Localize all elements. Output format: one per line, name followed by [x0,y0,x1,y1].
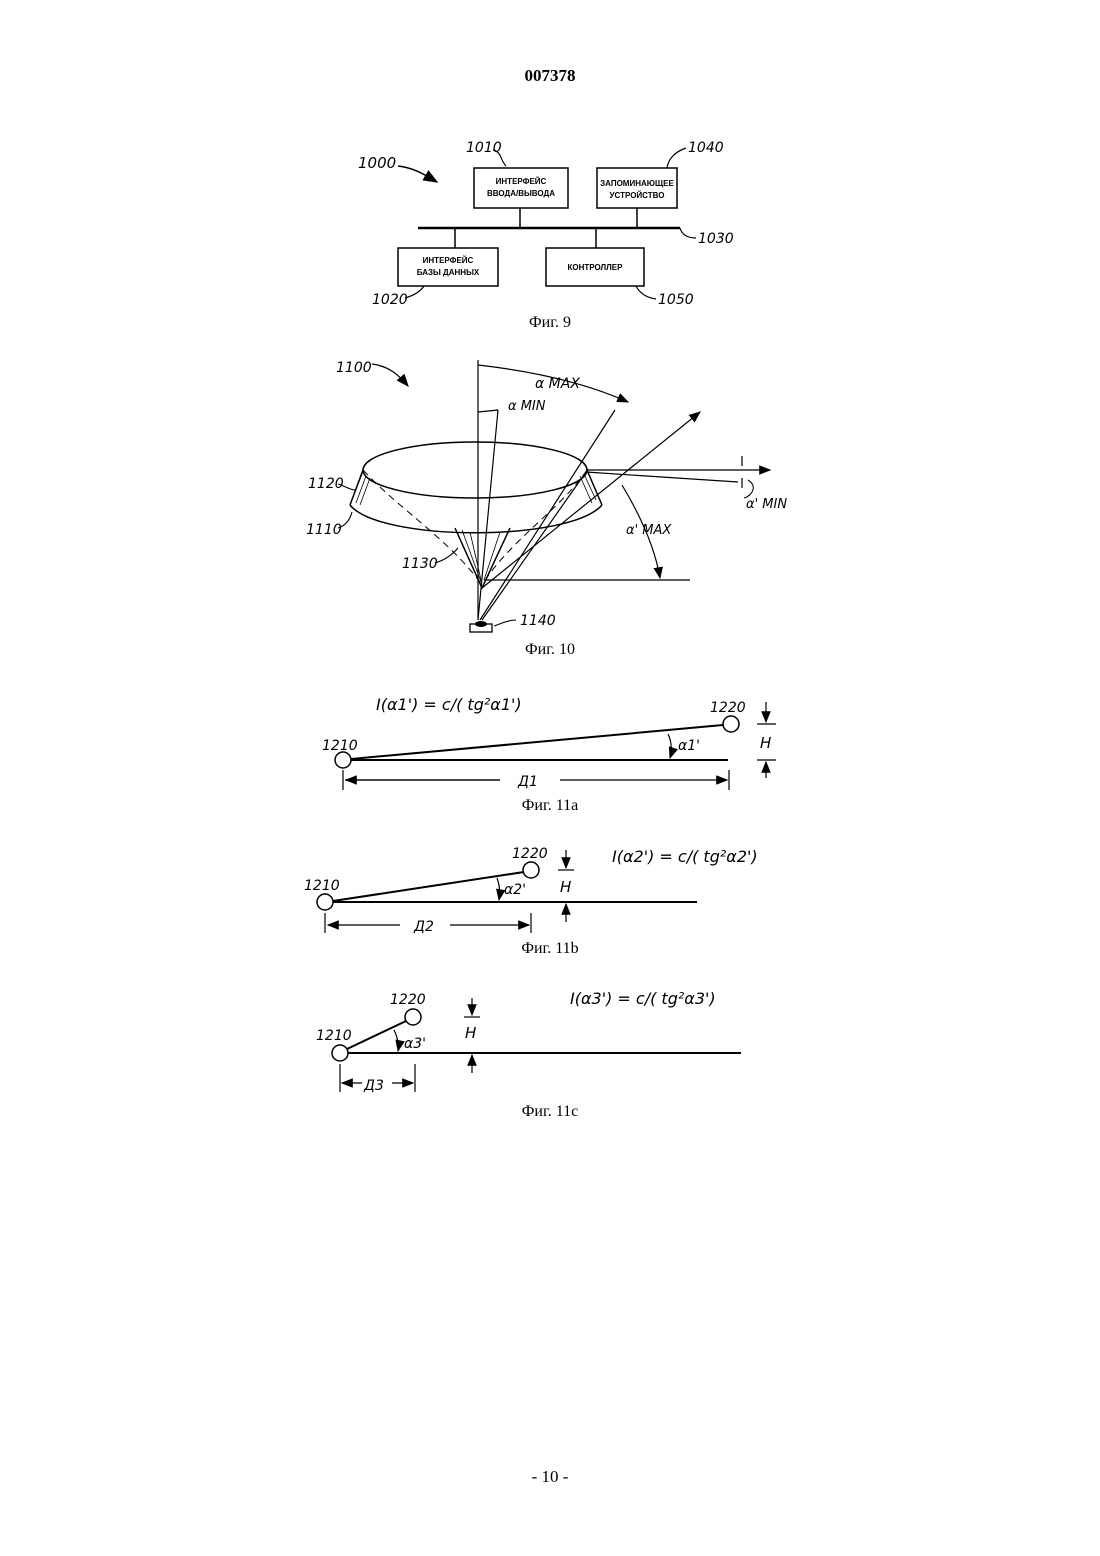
ref-1050: 1050 [658,292,694,308]
ref-1120: 1120 [308,476,344,492]
db-label-2: БАЗЫ ДАННЫХ [417,268,480,277]
page-number: - 10 - [0,1467,1100,1487]
ref-1030: 1030 [698,231,734,247]
point-1220-c [405,1009,421,1025]
figure-9-caption: Фиг. 9 [450,314,650,332]
alpha-min-label: α MIN [508,399,546,414]
height-11b: H [560,878,571,896]
distance-11a: Д1 [517,774,538,790]
ref-1100: 1100 [336,360,372,376]
reflector-top-ellipse [363,442,587,498]
ref-1210-a: 1210 [322,738,358,754]
distance-11c: Д3 [363,1078,384,1094]
ref-1000: 1000 [358,154,396,172]
figure-11c-caption: Фиг. 11c [450,1103,650,1121]
io-label-1: ИНТЕРФЕЙС [496,177,547,186]
formula-11b: I(α2') = c/( tg²α2') [612,847,758,866]
height-11c: H [465,1024,476,1042]
point-1220 [723,716,739,732]
ref-1110: 1110 [306,522,342,538]
figure-9-diagram: ИНТЕРФЕЙС ВВОДА/ВЫВОДА ЗАПОМИНАЮЩЕЕ УСТР… [0,0,1100,320]
figure-11b-diagram: I(α2') = c/( tg²α2') 1210 1220 α2' H Д2 [0,830,1100,940]
ref-1020: 1020 [372,292,408,308]
figure-10-diagram: 1100 1120 1110 1130 1140 α MAX α MIN α' … [0,340,1100,640]
ref-1010: 1010 [466,140,502,156]
ref-1220-a: 1220 [710,700,746,716]
angle-11c: α3' [404,1036,426,1052]
figure-11a-diagram: I(α1') = c/( tg²α1') 1210 1220 α1' H Д1 [0,680,1100,800]
io-interface-box [474,168,568,208]
ref-1210-b: 1210 [304,878,340,894]
figure-11b-caption: Фиг. 11b [450,940,650,958]
angle-11b: α2' [504,882,526,898]
point-1220-b [523,862,539,878]
controller-label: КОНТРОЛЛЕР [568,263,624,272]
point-1210 [335,752,351,768]
figure-11a-caption: Фиг. 11a [450,797,650,815]
alpha-max-label: α MAX [535,376,580,392]
ref-1130: 1130 [402,556,438,572]
figure-10-caption: Фиг. 10 [450,641,650,659]
io-label-2: ВВОДА/ВЫВОДА [487,189,555,198]
alpha-prime-min-label: α' MIN [746,497,787,512]
memory-box [597,168,677,208]
memory-label-1: ЗАПОМИНАЮЩЕЕ [600,179,674,188]
ref-1210-c: 1210 [316,1028,352,1044]
angle-11a: α1' [678,738,700,754]
point-1210-b [317,894,333,910]
ref-1040: 1040 [688,140,724,156]
memory-label-2: УСТРОЙСТВО [610,191,665,200]
point-1210-c [332,1045,348,1061]
ref-1140: 1140 [520,613,556,629]
db-label-1: ИНТЕРФЕЙС [423,256,474,265]
ref-1220-b: 1220 [512,846,548,862]
height-11a: H [760,734,771,752]
distance-11b: Д2 [413,919,434,935]
db-interface-box [398,248,498,286]
figure-11c-diagram: I(α3') = c/( tg²α3') 1210 1220 α3' H Д3 [0,980,1100,1100]
alpha-prime-max-label: α' MAX [626,523,672,538]
formula-11a: I(α1') = c/( tg²α1') [376,695,522,714]
ref-1220-c: 1220 [390,992,426,1008]
formula-11c: I(α3') = c/( tg²α3') [570,989,716,1008]
